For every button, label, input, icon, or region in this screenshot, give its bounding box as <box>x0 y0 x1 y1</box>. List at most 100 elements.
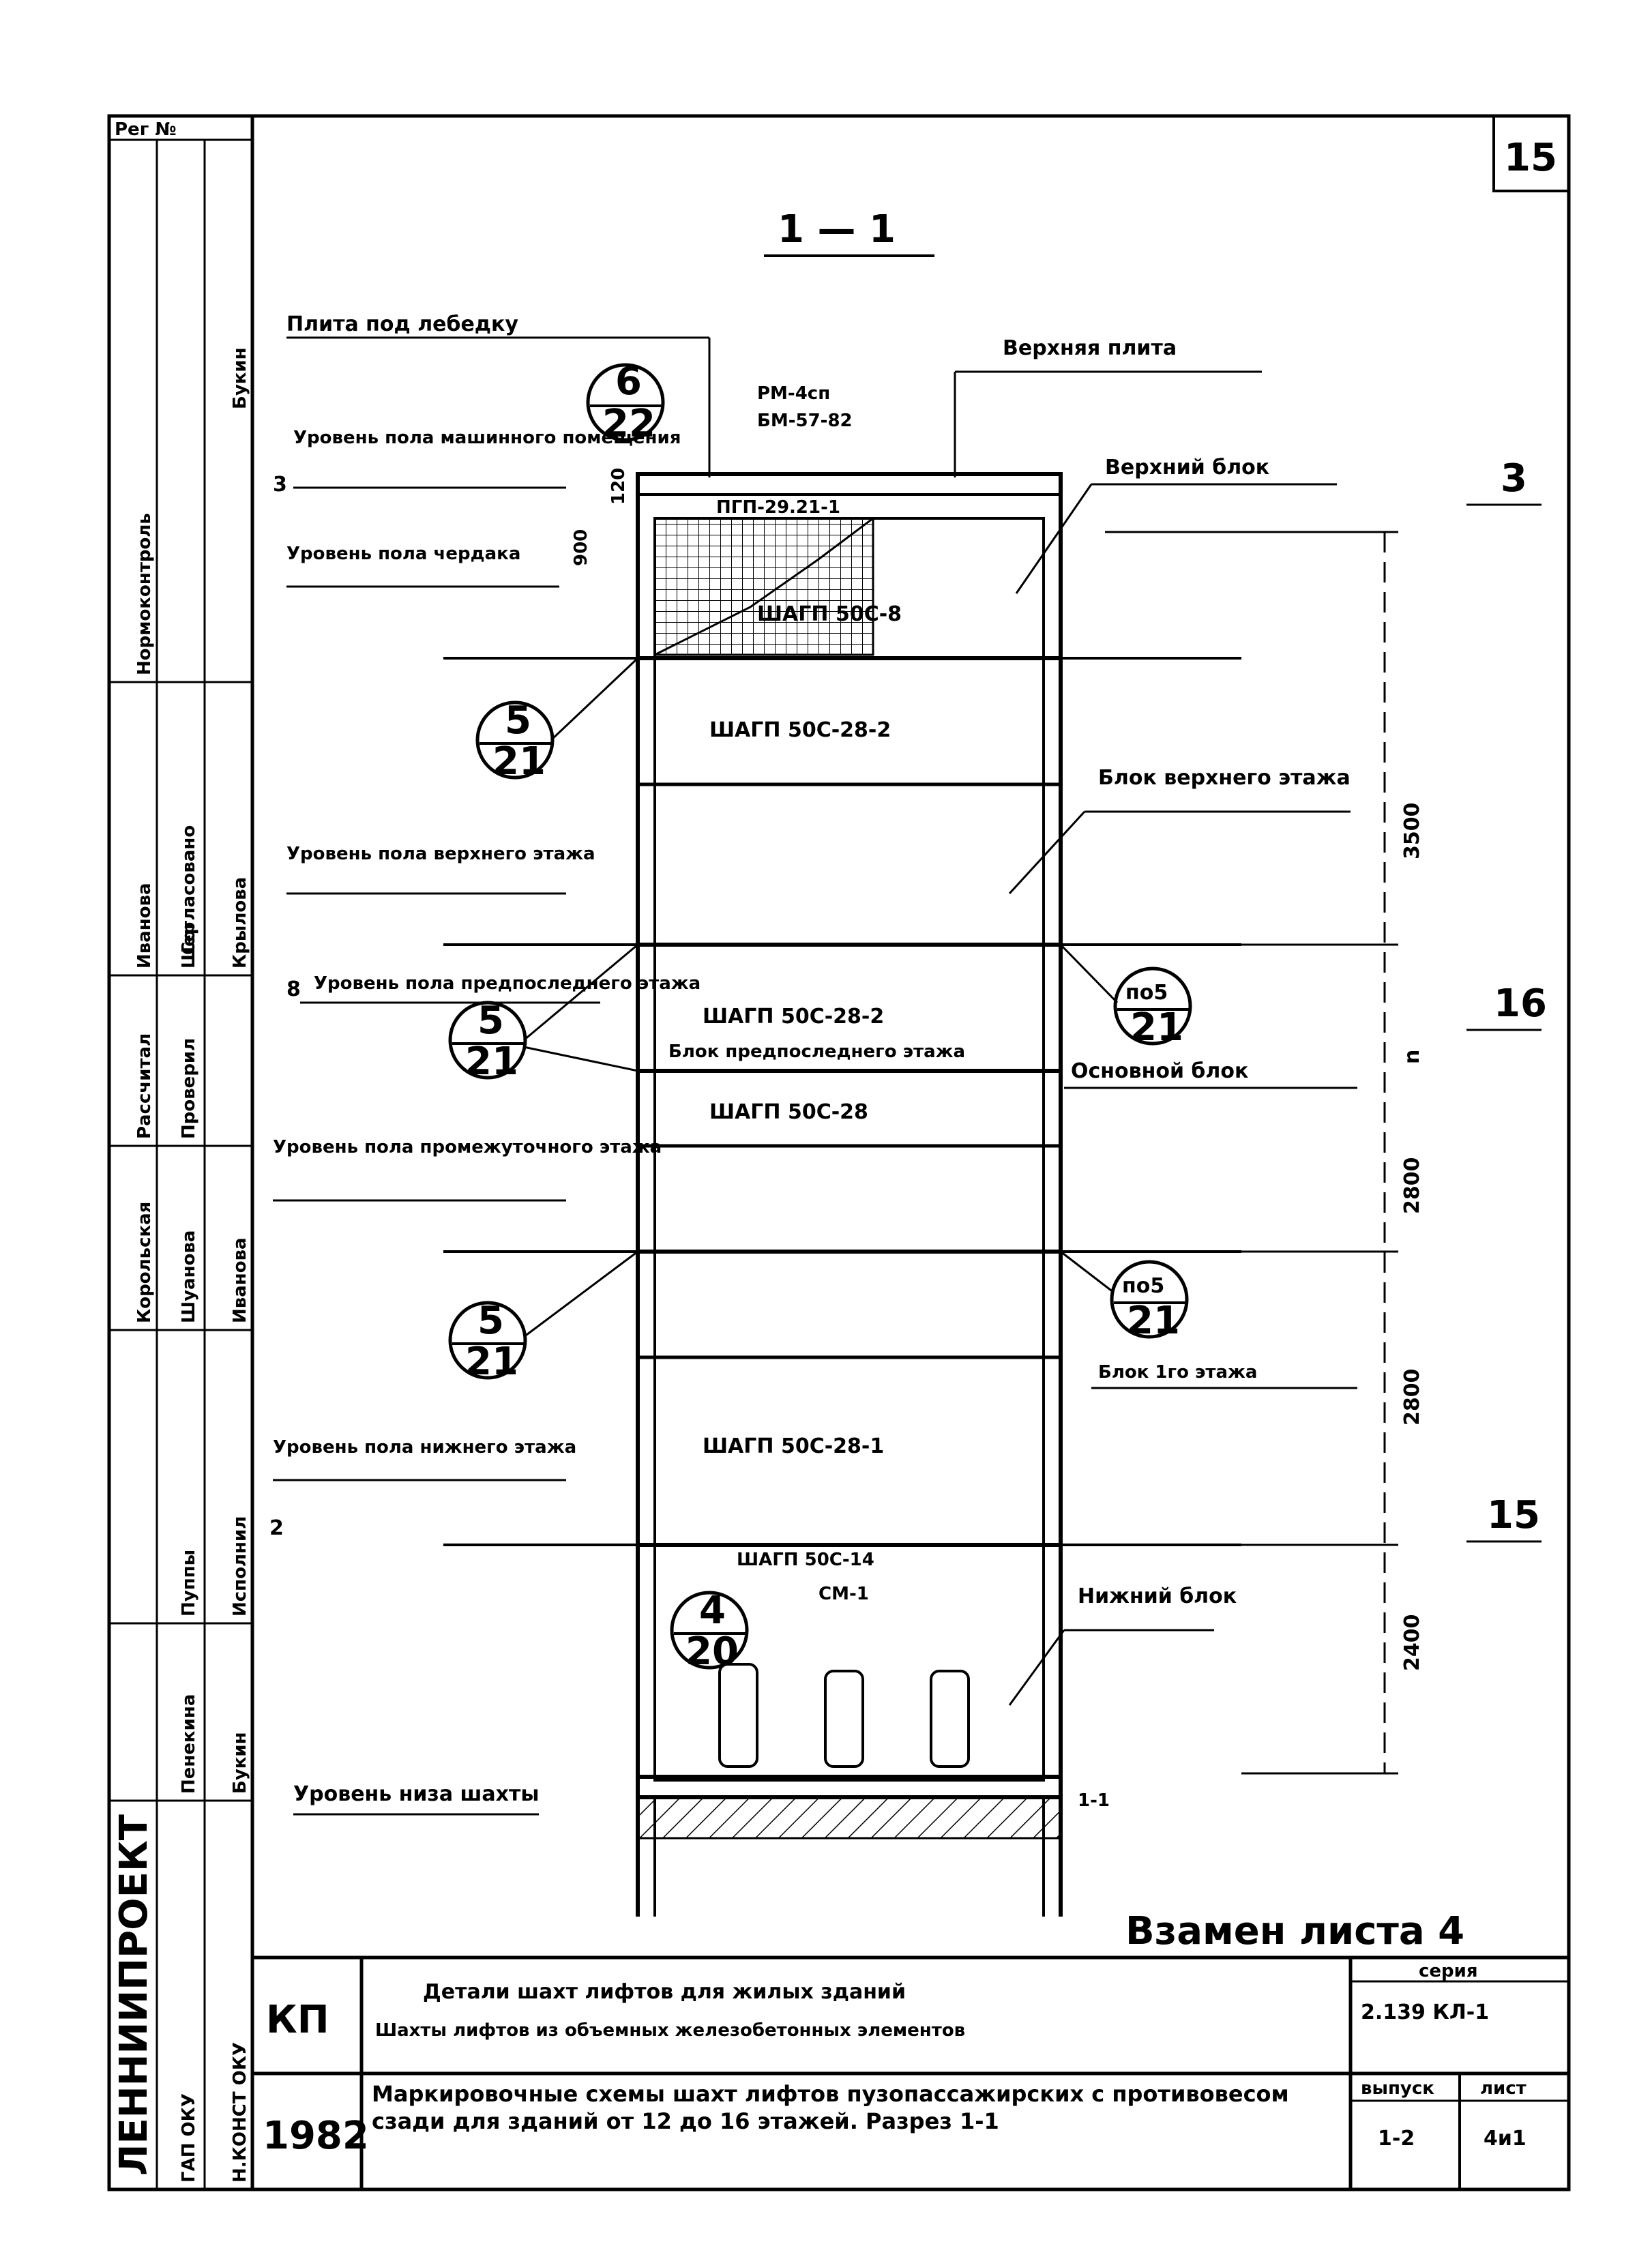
title-block: КП 1982 Детали шахт лифтов для жилых зда… <box>252 1955 1569 2189</box>
label-winch-slab: Плита под лебедку <box>286 312 518 336</box>
stamp-role-d: Согласовано <box>179 825 199 955</box>
callout-2: 5 21 <box>475 657 639 784</box>
label-main-elem: ШАГП 50С-28 <box>709 1100 868 1124</box>
stamp-role-2: Н.КОНСТ ОКУ <box>230 2042 250 2183</box>
stamp-name-1: Пенекина <box>179 1694 199 1794</box>
label-lower-level: Уровень пола нижнего этажа <box>273 1437 576 1458</box>
label-upper-floor-elem: ШАГП 50С-28-2 <box>709 718 891 742</box>
callout-1-bottom: 22 <box>602 402 655 446</box>
title-line-1: Детали шахт лифтов для жилых зданий <box>423 1980 906 2004</box>
title-line-2: Шахты лифтов из объемных железобетонных … <box>375 2020 965 2041</box>
series-value: 2.139 КЛ-1 <box>1361 2000 1489 2024</box>
stamp-role-e: Нормоконтроль <box>134 513 155 675</box>
callout-5-bottom: 21 <box>465 1340 518 1384</box>
stamp-role-1: ГАП ОКУ <box>179 2093 199 2183</box>
label-pre-last-block: Блок предпоследнего этажа <box>668 1042 965 1062</box>
label-pit-level: Уровень низа шахты <box>293 1782 540 1806</box>
stamp-name-7: Иванова <box>134 883 155 969</box>
level-lines <box>443 531 1398 1775</box>
stamp-name-3: Пуппы <box>179 1550 199 1616</box>
callout-6: по5 21 <box>1060 1250 1189 1343</box>
label-first-elem: ШАГП 50С-28-1 <box>703 1434 884 1458</box>
dim-120: 120 <box>608 468 629 505</box>
stamp-role-a: Исполнил <box>230 1516 250 1616</box>
callout-4: по5 21 <box>1059 943 1192 1050</box>
rev-label: Рег № <box>115 119 177 140</box>
label-top-slab: Верхняя плита <box>1003 336 1177 360</box>
top-slab <box>636 473 1062 496</box>
callout-6-top: по5 <box>1122 1274 1164 1298</box>
label-mid-level: Уровень пола промежуточного этажа <box>273 1137 662 1157</box>
label-attic-level: Уровень пола чердака <box>286 544 520 564</box>
dim-2800b: 2800 <box>1400 1369 1424 1426</box>
shaft-section <box>636 472 1063 1917</box>
mark-3: 3 <box>1501 456 1527 501</box>
dim-2800a: 2800 <box>1400 1157 1424 1215</box>
label-top-slab-mark: РМ-4сп <box>757 383 830 404</box>
label-cut-mark: 1-1 <box>1078 1790 1110 1811</box>
label-lower-block: Нижний блок <box>1078 1584 1237 1608</box>
label-plate-mark: ПГП-29.21-1 <box>716 497 840 518</box>
label-first-floor-block: Блок 1го этажа <box>1098 1362 1257 1383</box>
sheet-frame <box>107 114 1571 2191</box>
buffer-2 <box>824 1670 864 1768</box>
side-stamp: Рег № ЛЕННИИПРОЕКТ ГАП ОКУ Н.КОНСТ ОКУ П… <box>109 119 252 2189</box>
stamp-name-10: Букин <box>230 347 250 409</box>
sheet-number: 15 <box>1504 136 1557 180</box>
callout-5: 5 21 <box>448 1250 638 1384</box>
label-upper-floor-level: Уровень пола верхнего этажа <box>286 844 595 864</box>
description: Маркировочные схемы шахт лифтов пузопасс… <box>372 2081 1289 2134</box>
buffer-1 <box>718 1663 758 1768</box>
label-cm-mark: СМ-1 <box>818 1584 869 1604</box>
year-label: 1982 <box>263 2114 369 2158</box>
callout-3: 5 21 <box>448 943 638 1084</box>
series-label: серия <box>1419 1961 1478 1981</box>
callout-1: 6 22 <box>586 359 665 446</box>
callout-4-bottom: 21 <box>1130 1005 1183 1050</box>
callout-2-top: 5 <box>505 698 531 743</box>
sheet-label: лист <box>1480 2078 1526 2099</box>
stamp-role-b: Рассчитал <box>134 1033 155 1139</box>
callout-7-top: 4 <box>699 1589 726 1633</box>
level-num-8: 8 <box>286 977 301 1001</box>
stamp-name-2: Букин <box>230 1732 250 1794</box>
label-pre-last-level: Уровень пола предпоследнего этажа <box>314 973 700 994</box>
section-title: 1 — 1 <box>778 207 896 252</box>
mark-16: 16 <box>1494 981 1547 1026</box>
replaces-note: Взамен листа 4 <box>1125 1909 1464 1953</box>
callout-3-bottom: 21 <box>465 1039 518 1084</box>
callout-1-top: 6 <box>615 359 642 404</box>
stamp-name-4: Корольская <box>134 1202 155 1323</box>
stamp-name-6: Иванова <box>230 1237 250 1323</box>
org-name: ЛЕННИИПРОЕКТ <box>112 1814 156 2176</box>
buffer-3 <box>930 1670 970 1768</box>
stamp-name-5: Шуанова <box>179 1230 199 1323</box>
dim-3500: 3500 <box>1400 803 1424 860</box>
stamp-name-9: Крылова <box>230 877 250 969</box>
issue-label: выпуск <box>1361 2078 1434 2099</box>
label-top-slab-mark2: БМ-57-82 <box>757 411 853 431</box>
callout-7: 4 20 <box>670 1589 749 1674</box>
dim-2400: 2400 <box>1400 1614 1424 1672</box>
level-num-3: 3 <box>273 473 287 497</box>
callout-2-bottom: 21 <box>492 739 546 784</box>
sheet-value: 4и1 <box>1484 2127 1526 2151</box>
mark-15: 15 <box>1487 1493 1540 1537</box>
label-pre-last-elem: ШАГП 50С-28-2 <box>703 1005 884 1029</box>
dim-900: 900 <box>571 529 591 566</box>
label-pit-elem: ШАГП 50С-14 <box>737 1550 874 1570</box>
label-main-block: Основной блок <box>1071 1059 1248 1083</box>
callout-3-top: 5 <box>477 999 504 1043</box>
label-top-block: Верхний блок <box>1105 456 1269 479</box>
stamp-name-8: Шер <box>179 922 199 969</box>
label-upper-floor-block: Блок верхнего этажа <box>1098 766 1351 790</box>
level-num-2: 2 <box>269 1516 284 1540</box>
callout-5-top: 5 <box>477 1299 504 1343</box>
stamp-role-c: Проверил <box>179 1038 199 1139</box>
callout-4-top: по5 <box>1125 981 1168 1005</box>
pit-base <box>636 1796 1062 1840</box>
sheet-number-box <box>1492 115 1570 192</box>
label-top-block-elem: ШАГП 50С-8 <box>757 602 902 626</box>
kp-label: КП <box>266 1998 329 2042</box>
